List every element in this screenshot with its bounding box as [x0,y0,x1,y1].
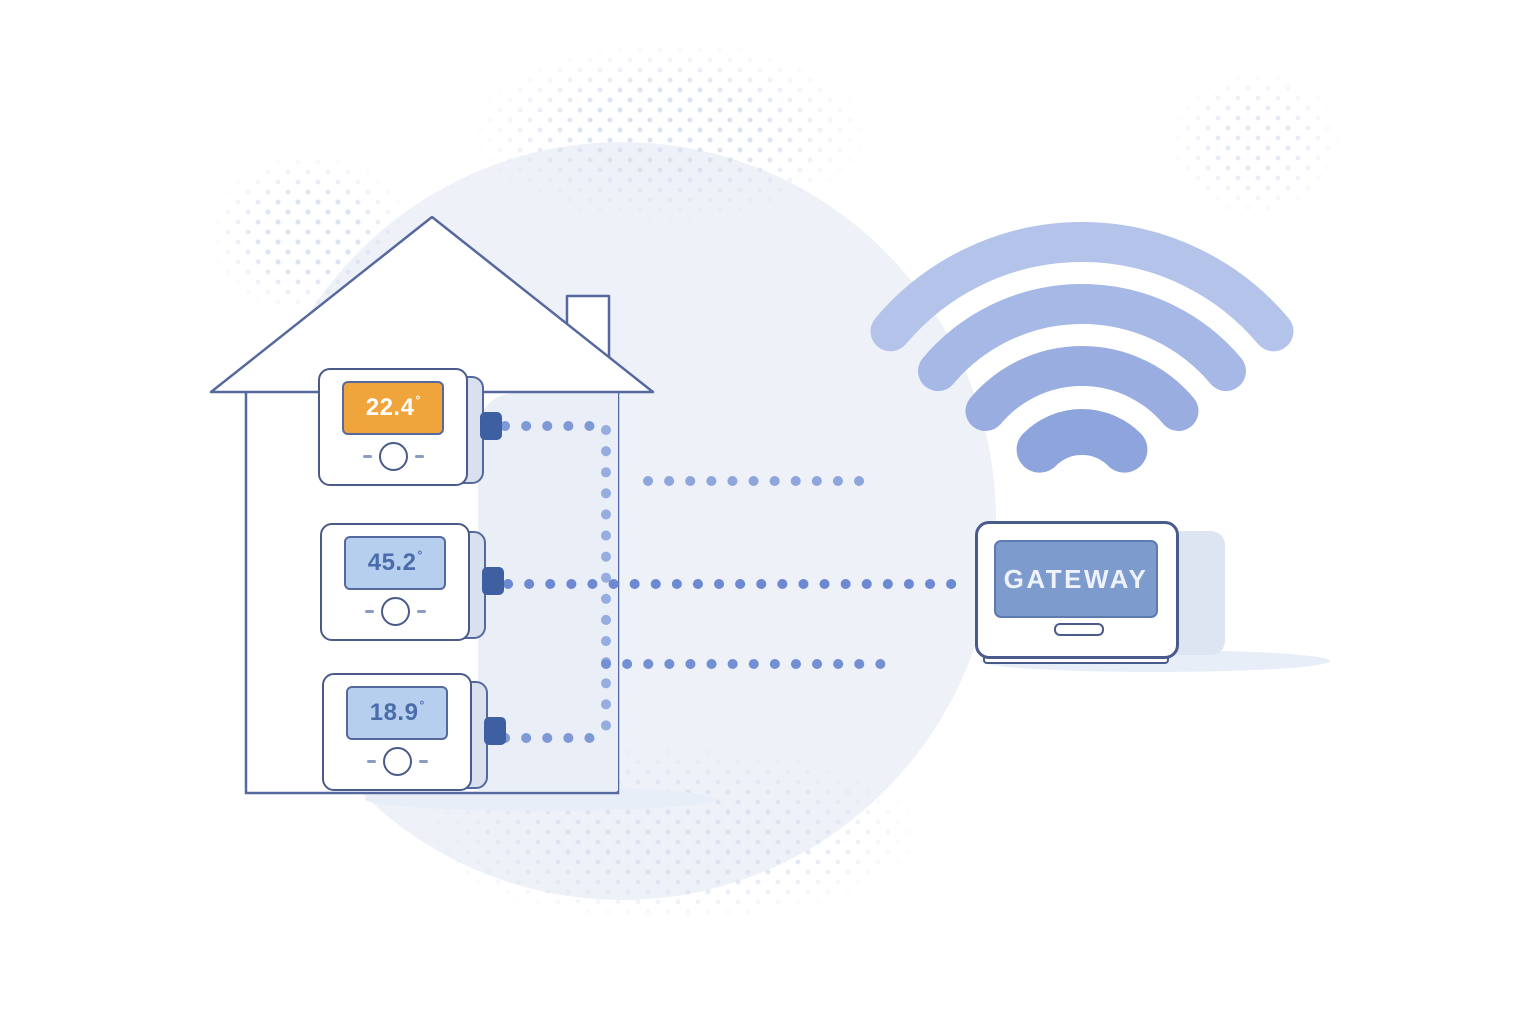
degree-symbol: ° [419,698,425,712]
button-dash-right [414,455,424,458]
thermostat-screen: 22.4 ° [342,381,444,435]
thermostat-device-1: 22.4 ° [318,368,508,492]
thermostat-button-row [364,597,426,626]
chimney [565,294,611,359]
connection-dotted-lines [500,421,961,743]
gateway-screen: GATEWAY [994,540,1158,618]
thermostat-screen: 45.2 ° [344,536,446,590]
gateway-label: GATEWAY [1003,563,1149,594]
degree-symbol: ° [415,393,421,407]
thermostat-face: 45.2 ° [320,523,470,641]
button-dash-left [364,610,374,613]
decorative-dots-top [470,40,870,225]
button-dash-left [362,455,372,458]
gateway-body: GATEWAY [975,521,1179,659]
thermostat-connector [484,717,506,745]
decorative-dots-right [1168,68,1343,218]
thermostat-button-row [366,747,428,776]
wifi-icon [870,222,1294,473]
house-interior-shading [478,393,618,791]
thermostat-dial [382,747,412,776]
thermostat-device-3: 18.9 ° [322,673,512,797]
thermostat-button-row [362,442,424,471]
button-dash-right [416,610,426,613]
temperature-reading: 22.4 [365,394,415,421]
gateway-device: GATEWAY [975,521,1237,673]
thermostat-connector [482,567,504,595]
thermostat-screen: 18.9 ° [346,686,448,740]
thermostat-device-2: 45.2 ° [320,523,510,647]
gateway-button [1054,623,1104,636]
thermostat-dial [380,597,410,626]
thermostat-connector [480,412,502,440]
temperature-reading: 45.2 [367,549,417,576]
temperature-reading: 18.9 [369,699,419,726]
degree-symbol: ° [417,548,423,562]
thermostat-dial [378,442,408,471]
button-dash-right [418,760,428,763]
thermostat-face: 18.9 ° [322,673,472,791]
thermostat-face: 22.4 ° [318,368,468,486]
button-dash-left [366,760,376,763]
